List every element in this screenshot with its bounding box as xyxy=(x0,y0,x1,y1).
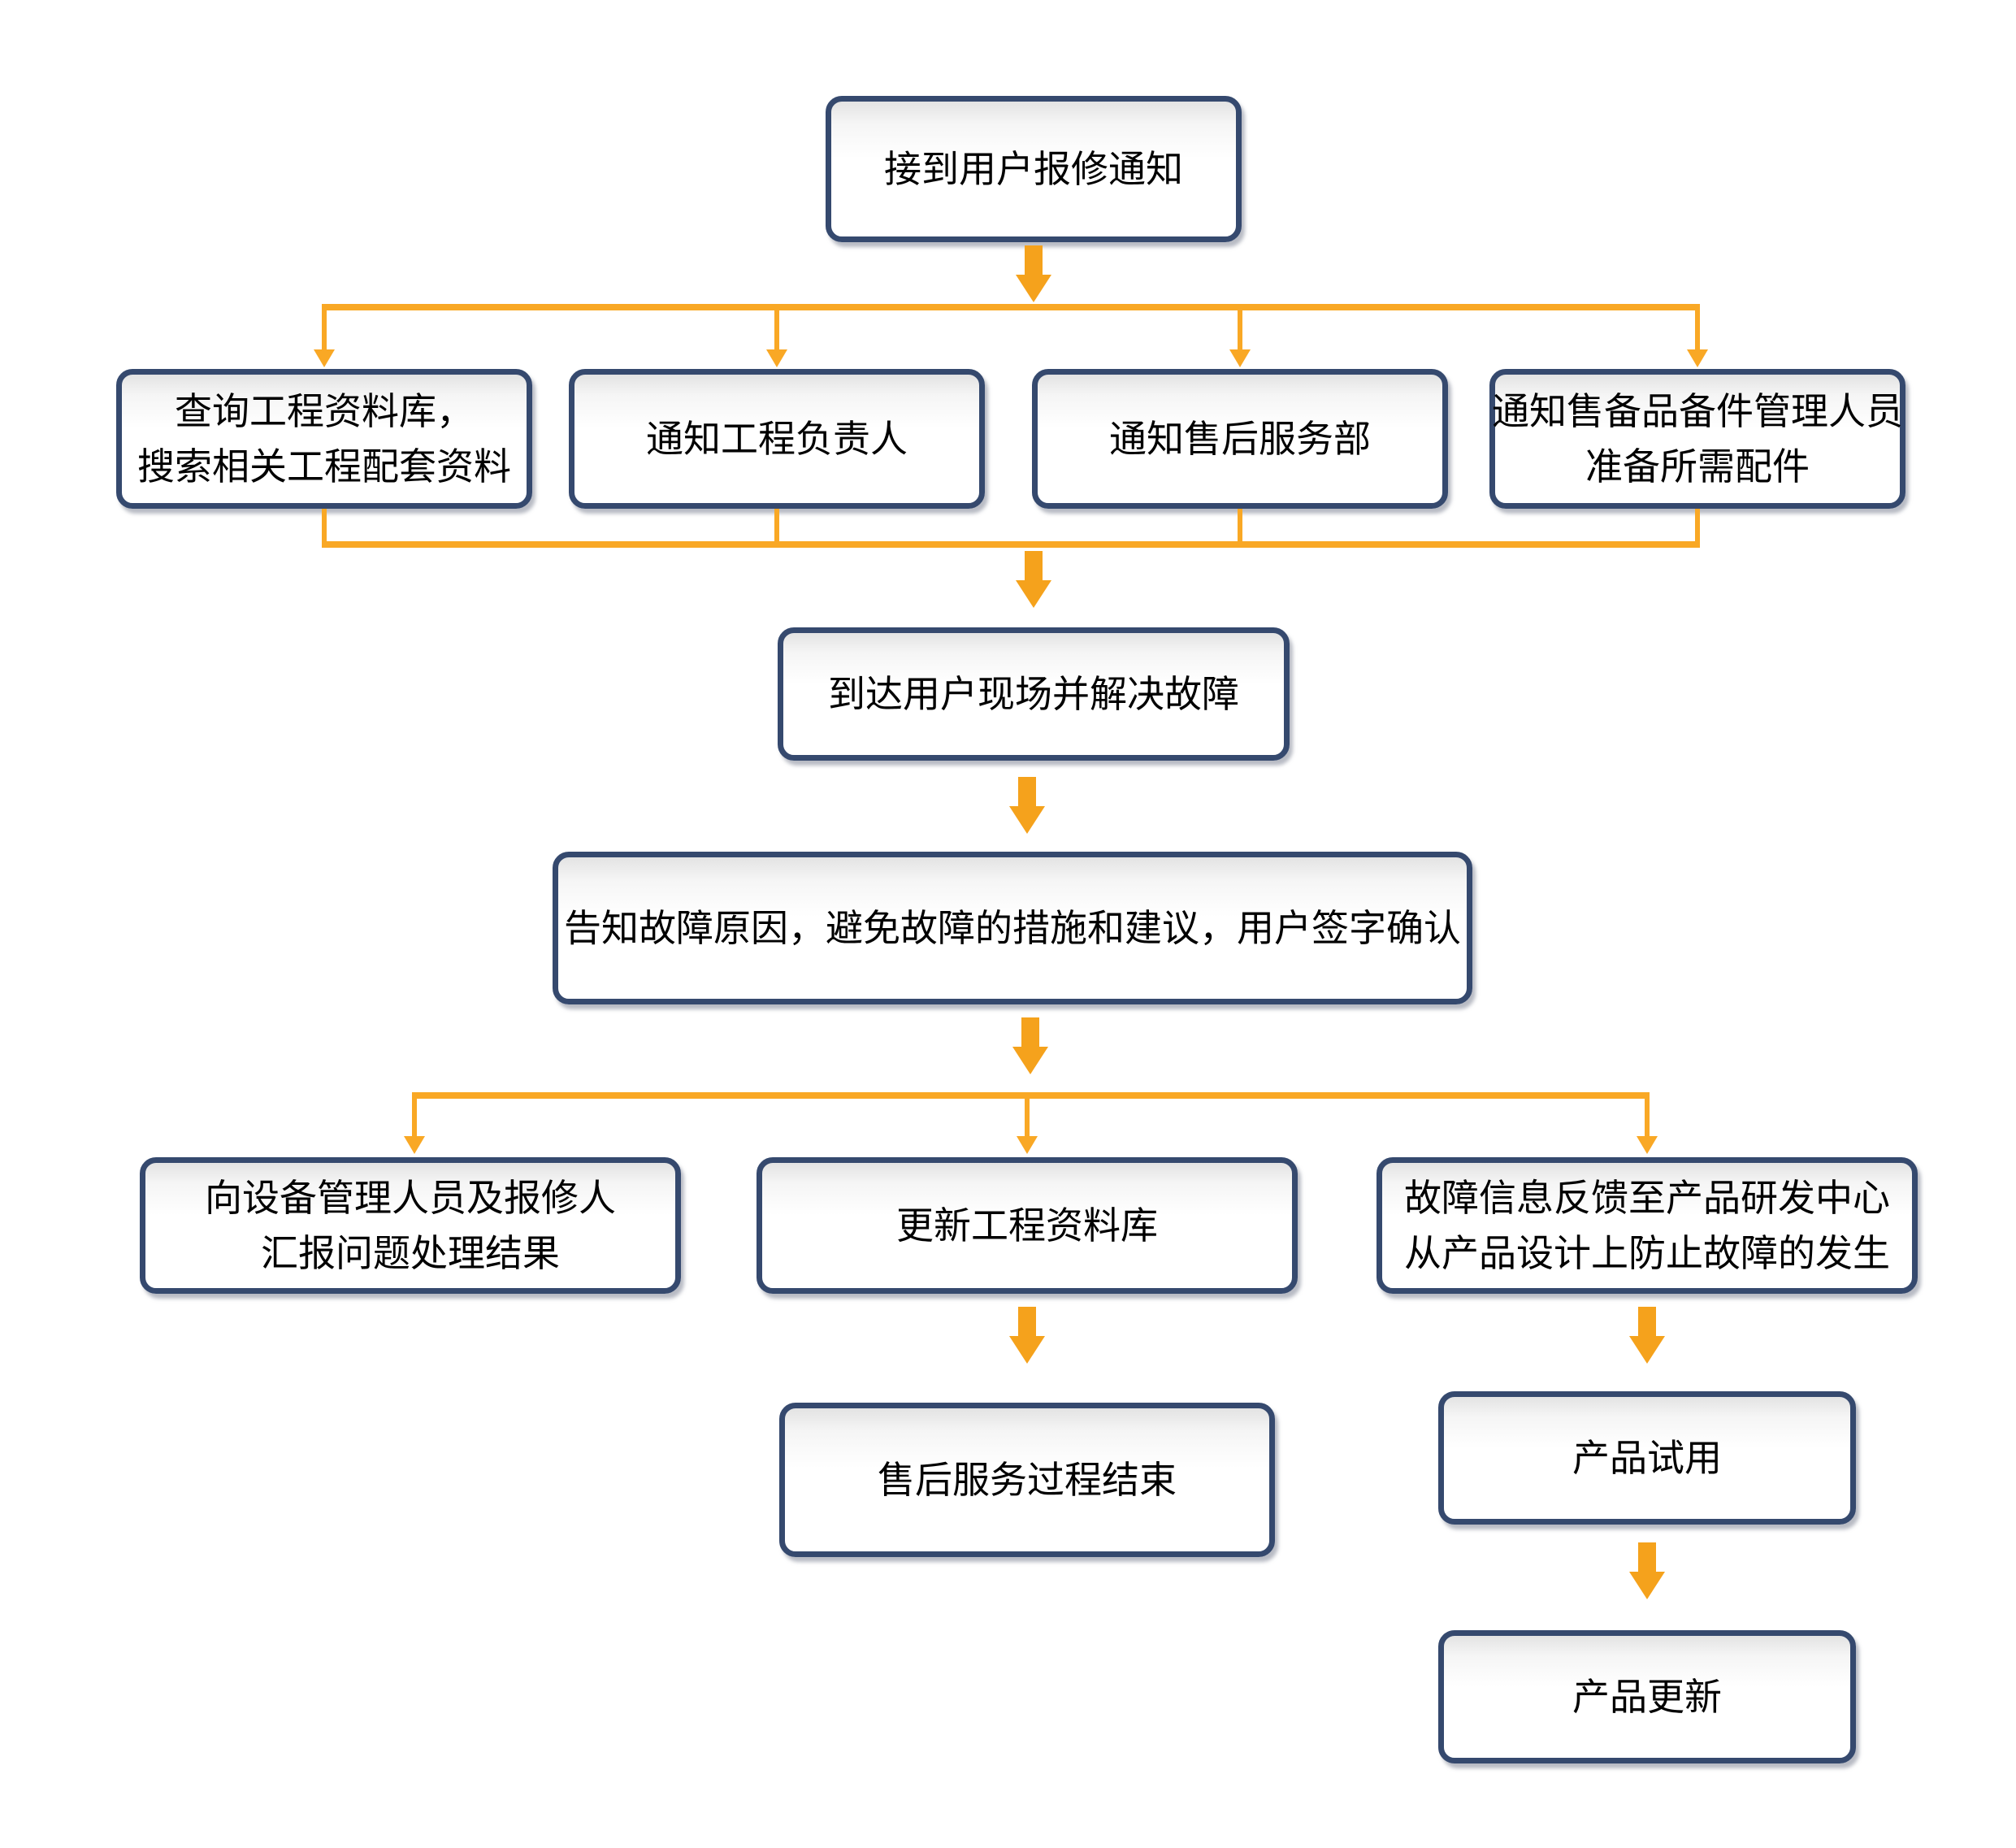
arrowhead-down-icon xyxy=(1687,349,1708,367)
arrowhead-down-icon xyxy=(766,349,787,367)
arrowhead-down-icon xyxy=(1017,1136,1038,1154)
node-label: 通知售备品备件管理人员 xyxy=(1492,390,1903,432)
down-arrow-icon xyxy=(1009,777,1045,834)
flow-node-arrive-site: 到达用户现场并解决故障 xyxy=(778,627,1290,761)
node-label: 接到用户报修通知 xyxy=(884,148,1183,190)
flow-node-service-end: 售后服务过程结束 xyxy=(779,1403,1275,1557)
node-label: 到达用户现场并解决故障 xyxy=(828,673,1239,715)
merge-line xyxy=(322,541,1700,548)
node-label: 售后服务过程结束 xyxy=(878,1459,1177,1501)
node-label: 产品更新 xyxy=(1572,1676,1722,1718)
connector-line xyxy=(774,509,779,544)
branch-line-bottom xyxy=(412,1092,1650,1099)
arrowhead-down-icon xyxy=(1637,1136,1658,1154)
arrowhead-down-icon xyxy=(314,349,335,367)
connector-line xyxy=(1645,1092,1650,1138)
connector-line xyxy=(322,304,327,351)
arrowhead-down-icon xyxy=(404,1136,425,1154)
node-label: 查询工程资料库， xyxy=(175,390,474,432)
arrowhead-down-icon xyxy=(1229,349,1251,367)
down-arrow-icon xyxy=(1629,1542,1665,1599)
down-arrow-icon xyxy=(1016,551,1051,608)
connector-line xyxy=(412,1092,417,1138)
down-arrow-icon xyxy=(1629,1307,1665,1364)
flow-node-inform-user: 告知故障原因，避免故障的措施和建议，用户签字确认 xyxy=(553,852,1472,1004)
flow-node-report-result: 向设备管理人员及报修人 汇报问题处理结果 xyxy=(140,1157,681,1294)
down-arrow-icon xyxy=(1009,1307,1045,1364)
connector-line xyxy=(1695,304,1700,351)
connector-line xyxy=(322,509,327,544)
flow-node-notify-engineer: 通知工程负责人 xyxy=(569,369,985,509)
node-label: 从产品设计上防止故障的发生 xyxy=(1404,1232,1890,1274)
flow-node-notify-aftersales: 通知售后服务部 xyxy=(1032,369,1448,509)
flow-node-receive: 接到用户报修通知 xyxy=(826,96,1242,242)
connector-line xyxy=(774,304,779,351)
connector-line xyxy=(1238,304,1242,351)
flow-node-feedback-rd: 故障信息反馈至产品研发中心 从产品设计上防止故障的发生 xyxy=(1377,1157,1918,1294)
branch-line-top xyxy=(322,304,1700,310)
connector-line xyxy=(1238,509,1242,544)
flow-node-notify-parts: 通知售备品备件管理人员 准备所需配件 xyxy=(1489,369,1905,509)
node-label: 通知售后服务部 xyxy=(1109,418,1371,460)
down-arrow-icon xyxy=(1012,1017,1048,1074)
flow-node-update-db: 更新工程资料库 xyxy=(757,1157,1298,1294)
flow-node-product-trial: 产品试用 xyxy=(1438,1391,1856,1525)
connector-line xyxy=(1025,1092,1030,1138)
node-label: 更新工程资料库 xyxy=(896,1204,1158,1247)
node-label: 汇报问题处理结果 xyxy=(261,1232,560,1274)
down-arrow-icon xyxy=(1016,245,1051,302)
flow-node-product-update: 产品更新 xyxy=(1438,1630,1856,1763)
node-label: 搜索相关工程配套资料 xyxy=(137,445,511,488)
flow-node-query-db: 查询工程资料库， 搜索相关工程配套资料 xyxy=(116,369,532,509)
node-label: 故障信息反馈至产品研发中心 xyxy=(1404,1177,1890,1219)
node-label: 通知工程负责人 xyxy=(646,418,908,460)
node-label: 产品试用 xyxy=(1572,1437,1722,1479)
connector-line xyxy=(1695,509,1700,544)
node-label: 向设备管理人员及报修人 xyxy=(205,1177,616,1219)
node-label: 告知故障原因，避免故障的措施和建议，用户签字确认 xyxy=(564,907,1461,949)
node-label: 准备所需配件 xyxy=(1585,445,1810,488)
